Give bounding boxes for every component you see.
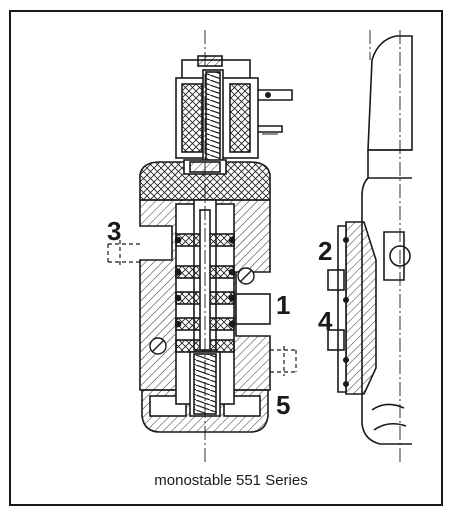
port-label-4: 4 bbox=[318, 306, 333, 336]
port-label-1: 1 bbox=[276, 290, 291, 320]
port-fittings bbox=[107, 240, 297, 376]
port-label-3: 3 bbox=[107, 216, 122, 246]
port-label-5: 5 bbox=[276, 390, 291, 420]
port-label-2: 2 bbox=[318, 236, 333, 266]
figure-caption: monostable 551 Series bbox=[154, 472, 308, 489]
solenoid-coil bbox=[175, 55, 293, 169]
body-screws bbox=[149, 267, 255, 355]
section-view bbox=[107, 30, 297, 462]
side-view bbox=[327, 30, 413, 462]
